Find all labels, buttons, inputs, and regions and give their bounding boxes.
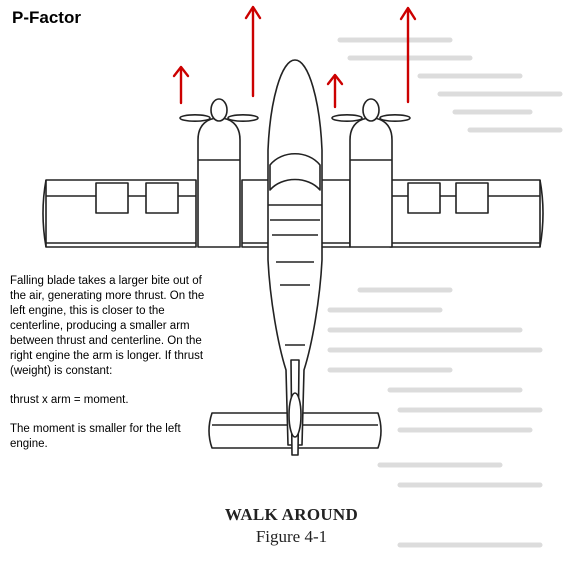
right-propeller-blade-left bbox=[331, 114, 363, 123]
left-engine-outboard-thrust-arrow bbox=[244, 5, 262, 98]
right-engine-nacelle bbox=[349, 117, 393, 248]
figure-caption-number: Figure 4-1 bbox=[255, 527, 328, 546]
right-propeller-blade-right bbox=[379, 114, 411, 123]
right-engine-outboard-thrust-arrow bbox=[399, 6, 417, 104]
right-aileron-panel-1 bbox=[407, 182, 441, 214]
explanation-paragraph-2: The moment is smaller for the left engin… bbox=[10, 423, 181, 450]
thrust-arrows bbox=[172, 5, 417, 109]
faint-background-text bbox=[327, 37, 563, 548]
left-propeller-blade-right bbox=[227, 114, 259, 123]
right-aileron-panel-2 bbox=[455, 182, 489, 214]
left-engine-inboard-thrust-arrow bbox=[172, 65, 190, 105]
moment-equation: thrust x arm = moment. bbox=[10, 394, 129, 406]
right-engine-inboard-thrust-arrow bbox=[326, 73, 344, 109]
canopy bbox=[269, 153, 321, 191]
left-spinner bbox=[210, 98, 228, 122]
left-aileron-panel-2 bbox=[145, 182, 179, 214]
left-aileron-panel-1 bbox=[95, 182, 129, 214]
left-propeller-blade-left bbox=[179, 114, 211, 123]
right-spinner bbox=[362, 98, 380, 122]
explanation-text: Falling blade takes a larger bite out of… bbox=[10, 274, 210, 452]
left-engine-nacelle bbox=[197, 117, 241, 248]
aircraft-outline bbox=[42, 59, 544, 456]
page-title: P-Factor bbox=[12, 8, 81, 27]
figure-caption-title: WALK AROUND bbox=[224, 505, 359, 524]
explanation-paragraph-1: Falling blade takes a larger bite out of… bbox=[10, 275, 205, 377]
